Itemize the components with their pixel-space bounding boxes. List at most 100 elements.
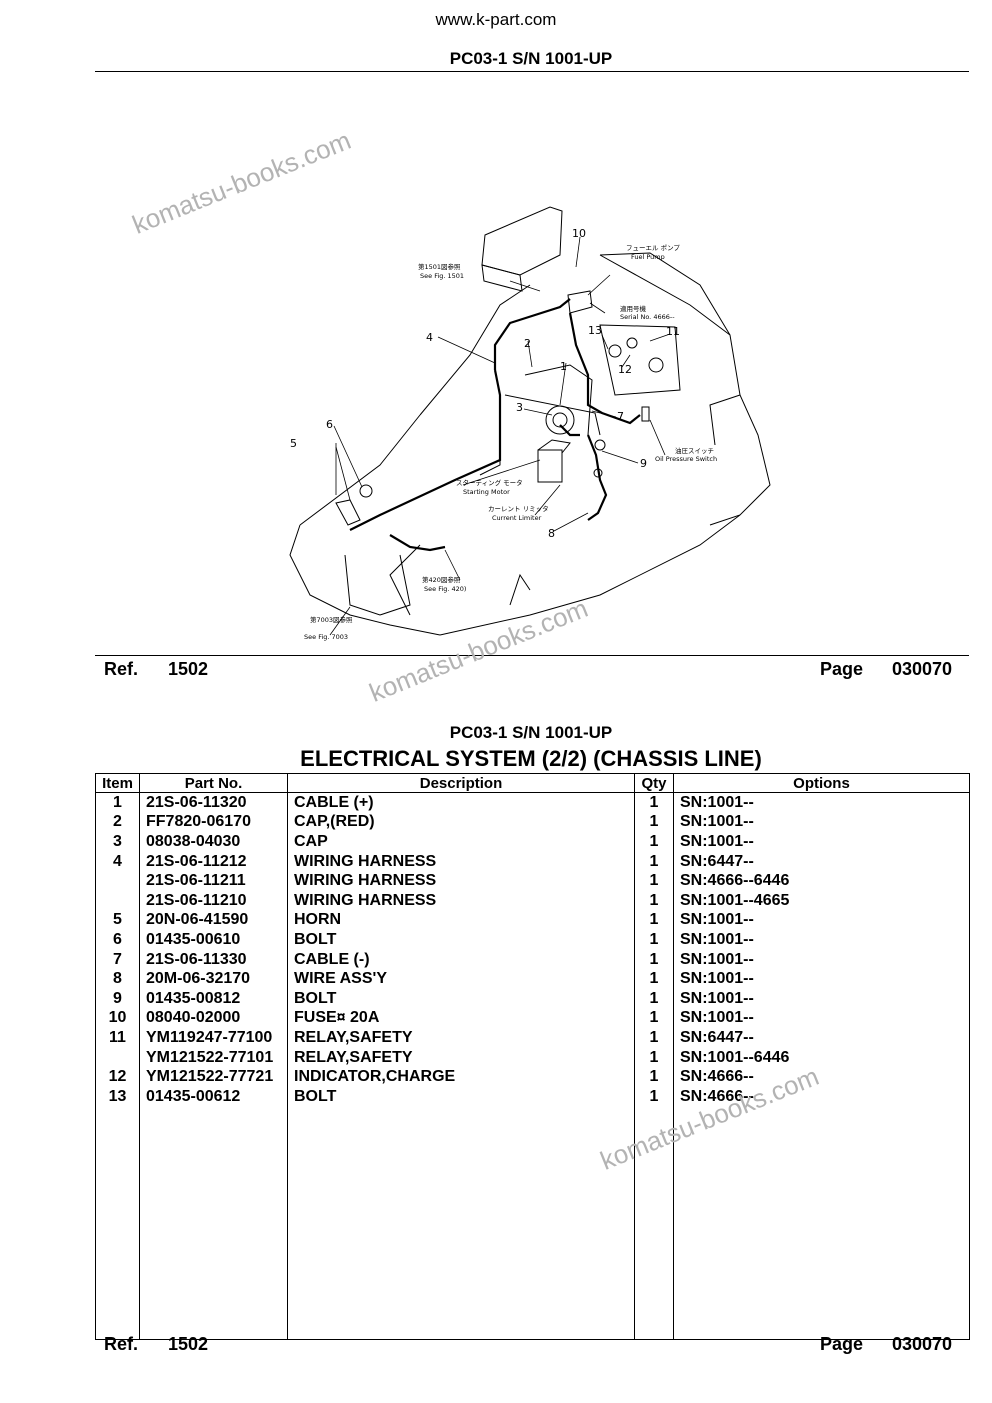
cell-qty: 1 — [634, 1067, 674, 1087]
cell-options: SN:1001-- — [673, 792, 970, 813]
table-empty-space — [95, 1106, 970, 1340]
table-header-row: Item Part No. Description Qty Options — [95, 773, 970, 793]
cell-part-no: 08038-04030 — [139, 832, 288, 852]
callout-6: 6 — [326, 418, 333, 431]
cell-item: 1 — [95, 792, 140, 813]
cell-options: SN:1001-- — [673, 1008, 970, 1029]
ref-number-bottom: 1502 — [168, 1334, 209, 1354]
header-options: Options — [673, 773, 970, 793]
page-number-bottom: 030070 — [892, 1334, 953, 1354]
oil-pressure-label: Oil Pressure Switch — [655, 455, 717, 463]
cell-description: CABLE (-) — [287, 949, 635, 970]
cell-description: BOLT — [287, 1086, 635, 1107]
cell-part-no: 01435-00612 — [139, 1086, 288, 1107]
cell-options: SN:1001-- — [673, 949, 970, 970]
header-qty: Qty — [634, 773, 674, 793]
cell-description: WIRING HARNESS — [287, 890, 635, 911]
callout-9: 9 — [640, 457, 647, 470]
section-title: ELECTRICAL SYSTEM (2/2) (CHASSIS LINE) — [300, 746, 762, 771]
cell-item: 2 — [95, 812, 140, 833]
cell-part-no: 20N-06-41590 — [139, 910, 288, 931]
cell-qty: 1 — [634, 832, 674, 852]
cell-qty: 1 — [634, 792, 674, 813]
header-part-no: Part No. — [139, 773, 288, 793]
cell-part-no: YM121522-77101 — [139, 1047, 288, 1068]
cell-part-no: YM121522-77721 — [139, 1067, 288, 1087]
cell-description: HORN — [287, 910, 635, 931]
starting-motor-label: Starting Motor — [463, 488, 510, 496]
cell-part-no: 21S-06-11210 — [139, 890, 288, 911]
cell-description: WIRING HARNESS — [287, 871, 635, 891]
cell-qty: 1 — [634, 1086, 674, 1107]
serial-label: Serial No. 4666-- — [620, 313, 675, 321]
cell-qty: 1 — [634, 988, 674, 1009]
cell-options: SN:1001-- — [673, 812, 970, 833]
cell-item: 4 — [95, 851, 140, 872]
cell-part-no: FF7820-06170 — [139, 812, 288, 833]
cell-qty: 1 — [634, 910, 674, 931]
callout-3: 3 — [516, 401, 523, 414]
see-fig-7003-label: See Fig. 7003 — [304, 633, 348, 641]
cell-item: 9 — [95, 988, 140, 1009]
cell-qty: 1 — [634, 812, 674, 833]
ref-label: Ref. — [104, 659, 139, 679]
cell-options: SN:6447-- — [673, 851, 970, 872]
page-number: 030070 — [892, 659, 953, 679]
diagram-bottom-divider — [95, 655, 969, 656]
cell-item: 3 — [95, 832, 140, 852]
cell-description: CABLE (+) — [287, 792, 635, 813]
cell-options: SN:1001--6446 — [673, 1047, 970, 1068]
cell-item: 6 — [95, 930, 140, 950]
see-fig-1501-label: See Fig. 1501 — [420, 272, 464, 280]
fuel-pump-label: Fuel Pump — [631, 253, 665, 261]
cell-part-no: 01435-00610 — [139, 930, 288, 950]
callout-1: 1 — [560, 360, 567, 373]
cell-item — [95, 1047, 140, 1068]
cell-description: FUSE¤ 20A — [287, 1008, 635, 1029]
cell-part-no: YM119247-77100 — [139, 1028, 288, 1048]
cell-item: 11 — [95, 1028, 140, 1048]
current-limiter-label: Current Limiter — [492, 514, 542, 522]
cell-qty: 1 — [634, 969, 674, 989]
header-description: Description — [287, 773, 635, 793]
cell-item: 5 — [95, 910, 140, 931]
cell-item: 8 — [95, 969, 140, 989]
empty-cell — [673, 1106, 970, 1340]
current-limiter-label-jp: カーレント リミッタ — [488, 504, 549, 513]
cell-item: 12 — [95, 1067, 140, 1087]
callout-2: 2 — [524, 337, 531, 350]
callout-11: 11 — [666, 325, 680, 338]
empty-cell — [287, 1106, 635, 1340]
cell-qty: 1 — [634, 851, 674, 872]
cell-description: BOLT — [287, 988, 635, 1009]
cell-description: WIRE ASS'Y — [287, 969, 635, 989]
ref-number: 1502 — [168, 659, 209, 679]
cell-qty: 1 — [634, 949, 674, 970]
cell-options: SN:1001-- — [673, 930, 970, 950]
callout-13: 13 — [588, 324, 602, 337]
cell-description: RELAY,SAFETY — [287, 1028, 635, 1048]
see-fig-420-label-jp: 第420図参照 — [422, 575, 461, 584]
cell-qty: 1 — [634, 1028, 674, 1048]
see-fig-1501-label-jp: 第1501図参照 — [418, 262, 461, 271]
cell-qty: 1 — [634, 890, 674, 911]
cell-item: 13 — [95, 1086, 140, 1107]
cell-qty: 1 — [634, 871, 674, 891]
exploded-diagram: 1 2 3 4 5 6 7 8 9 10 11 12 13 フューエル ポンプ … — [289, 206, 771, 641]
serial-label-jp: 適用号機 — [620, 304, 647, 313]
cell-qty: 1 — [634, 930, 674, 950]
cell-item — [95, 890, 140, 911]
callout-7: 7 — [617, 410, 624, 423]
